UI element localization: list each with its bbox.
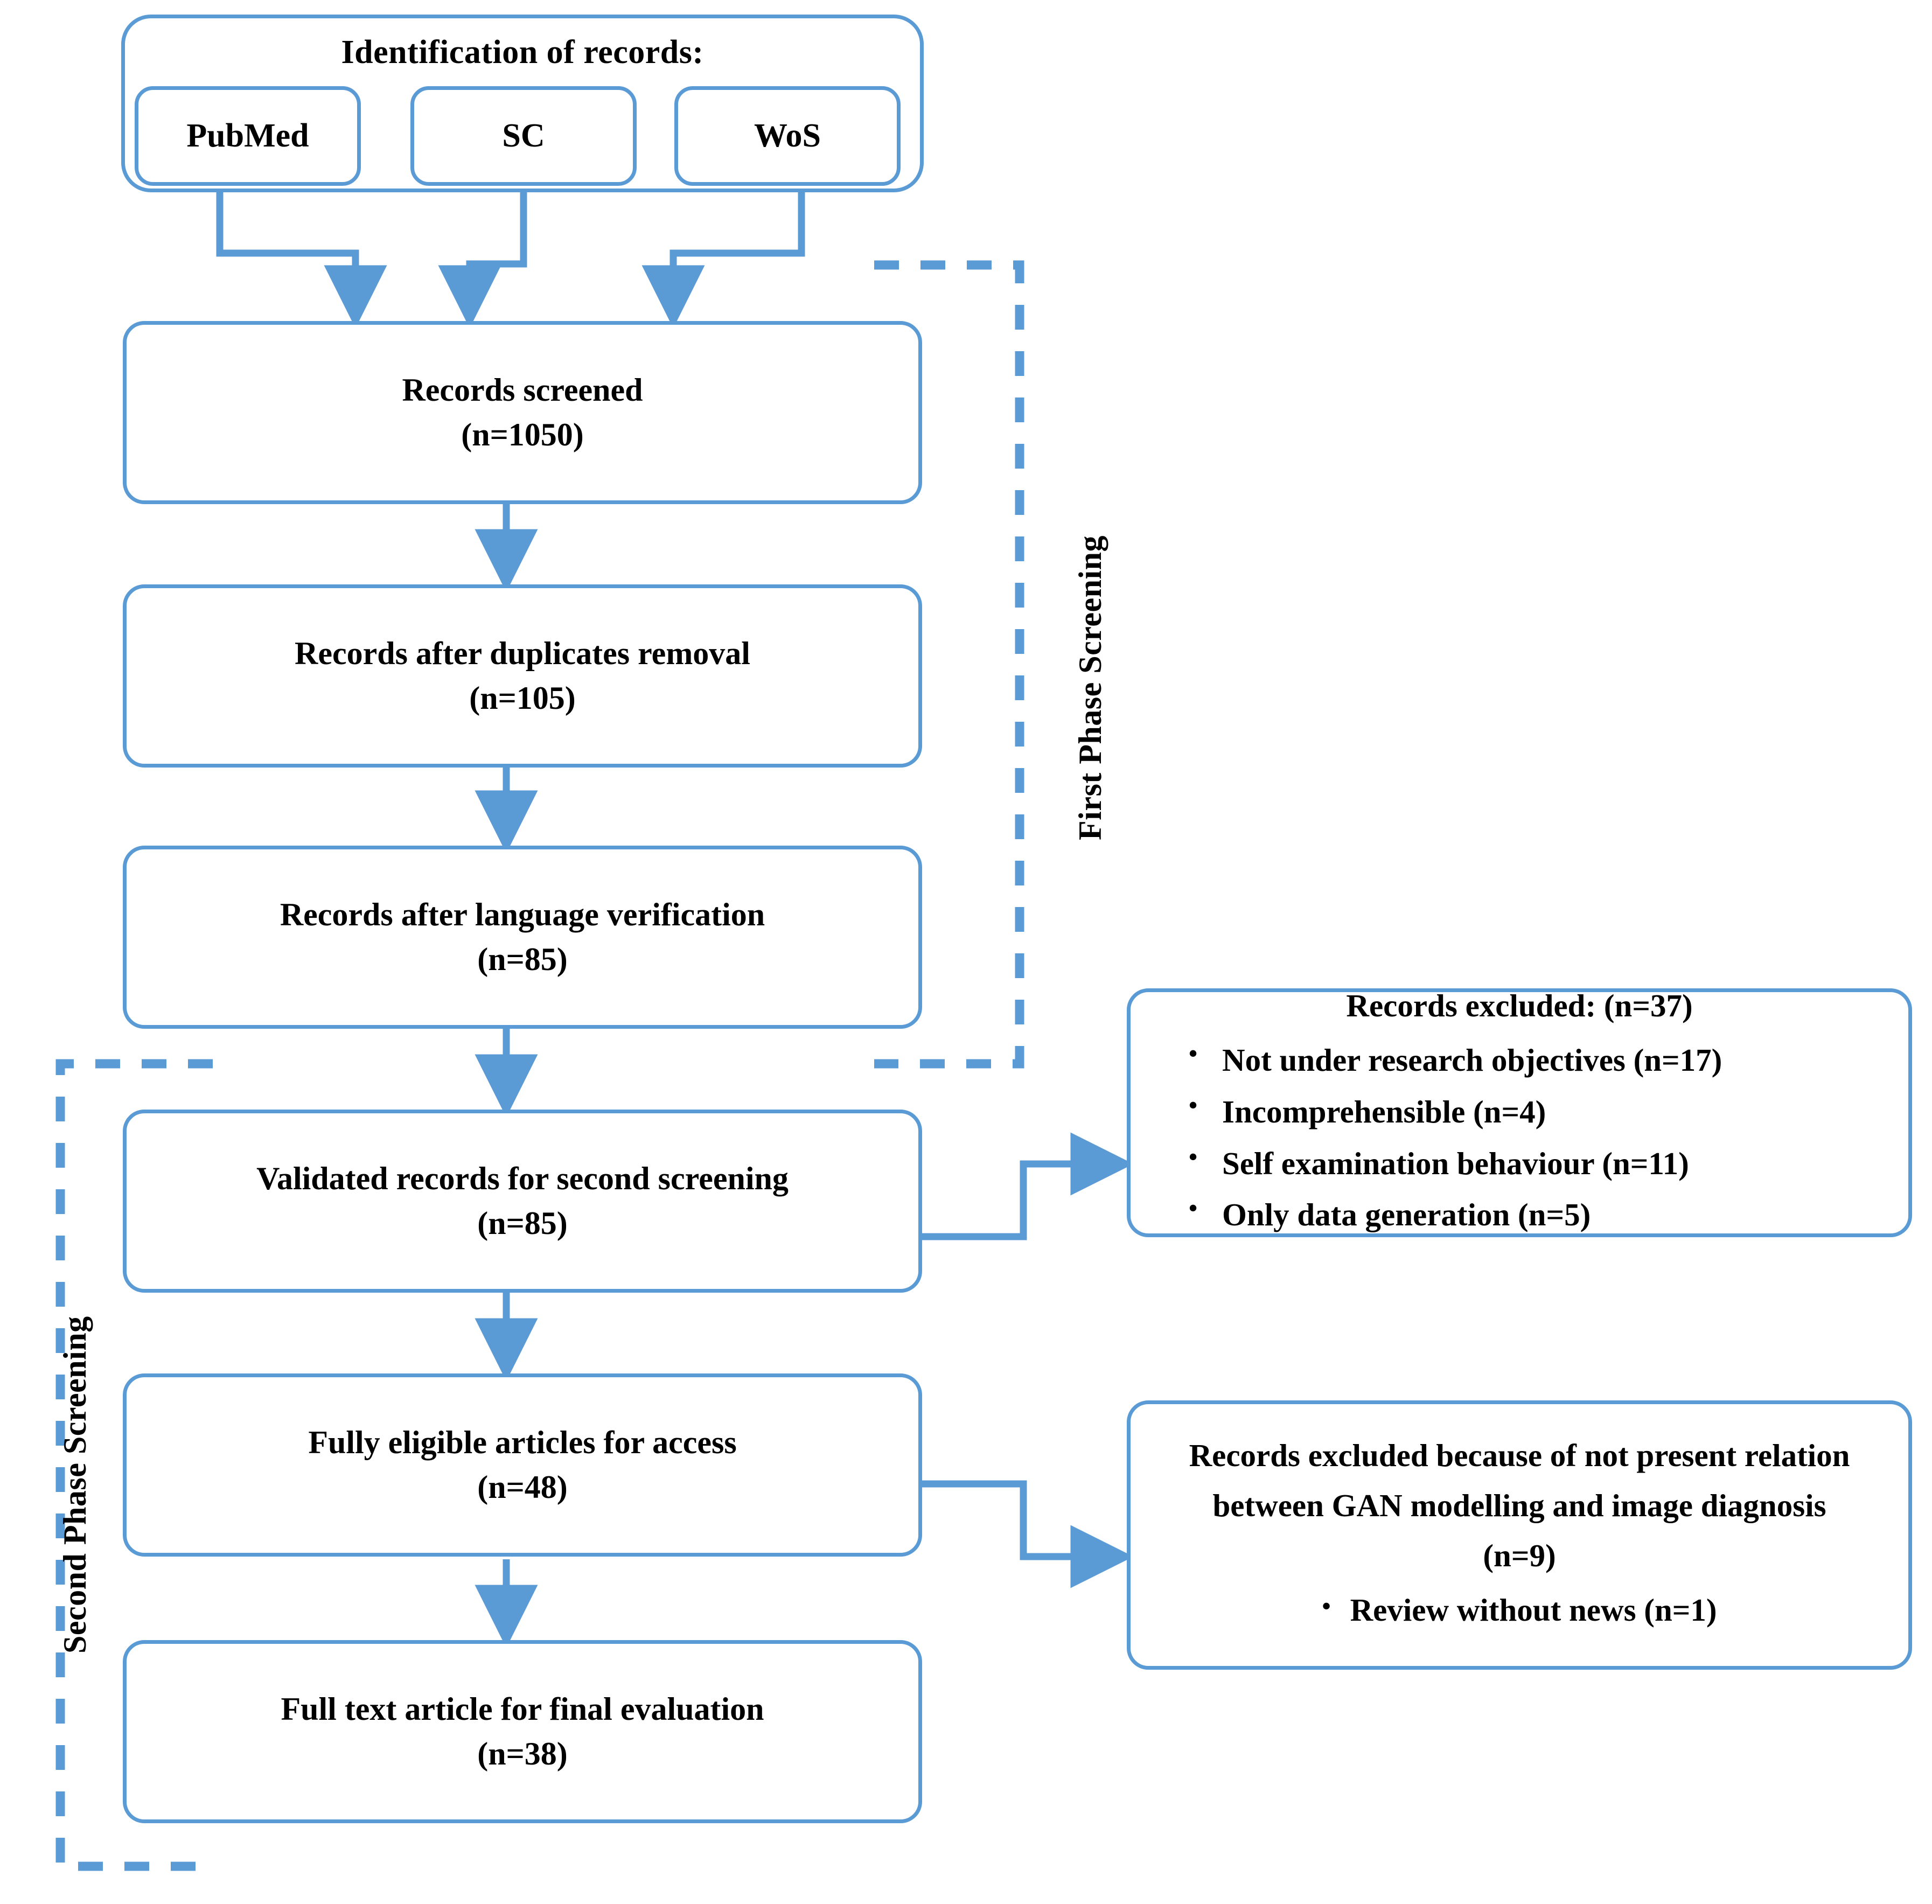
- connector-wos-to-screened: [641, 186, 805, 329]
- phase-label-first-screening: First Phase Screening: [1072, 535, 1108, 840]
- flow-title-validated-records: Validated records for second screening: [256, 1161, 789, 1197]
- flow-box-full-text-final[interactable]: Full text article for final evaluation (…: [123, 1640, 922, 1823]
- connector-eligible-to-exclusion-2: [922, 1480, 1134, 1588]
- exclusion-item: Self examination behaviour (n=11): [1189, 1137, 1887, 1190]
- connector-validated-to-exclusion-1: [922, 1132, 1134, 1240]
- exclusion-title-first: Records excluded: (n=37): [1346, 988, 1693, 1024]
- exclusion-item: Review without news (n=1): [1152, 1585, 1887, 1636]
- exclusion-title-second-line-2: between GAN modelling and image diagnosi…: [1212, 1487, 1826, 1523]
- flow-count-full-text-final: (n=38): [477, 1736, 568, 1772]
- exclusion-reason-list-second: Review without news (n=1): [1152, 1585, 1887, 1636]
- flow-title-language-verification: Records after language verification: [280, 897, 765, 933]
- flow-count-validated-records: (n=85): [477, 1205, 568, 1241]
- flow-title-records-screened: Records screened: [402, 372, 643, 408]
- source-label-pubmed: PubMed: [186, 117, 309, 154]
- flow-title-duplicates-removed: Records after duplicates removal: [295, 636, 750, 672]
- flow-count-records-screened: (n=1050): [461, 417, 584, 452]
- flow-count-fully-eligible: (n=48): [477, 1469, 568, 1505]
- phase-label-second-screening: Second Phase Screening: [57, 1316, 93, 1654]
- source-box-pubmed[interactable]: PubMed: [135, 86, 361, 186]
- source-box-wos[interactable]: WoS: [674, 86, 901, 186]
- exclusion-item: Only data generation (n=5): [1189, 1188, 1887, 1241]
- exclusion-title-second-line-3: (n=9): [1483, 1537, 1556, 1573]
- identification-title: Identification of records:: [341, 34, 704, 71]
- exclusion-item: Not under research objectives (n=17): [1189, 1034, 1887, 1086]
- source-label-wos: WoS: [754, 117, 821, 154]
- exclusion-box-second-screening[interactable]: Records excluded because of not present …: [1127, 1400, 1912, 1670]
- exclusion-reason-list-first: Not under research objectives (n=17) Inc…: [1152, 1034, 1887, 1241]
- exclusion-item: Incomprehensible (n=4): [1189, 1085, 1887, 1138]
- exclusion-title-second-line-1: Records excluded because of not present …: [1189, 1437, 1850, 1473]
- source-label-sc: SC: [502, 117, 545, 154]
- flow-box-records-screened[interactable]: Records screened (n=1050): [123, 321, 922, 504]
- flow-count-duplicates-removed: (n=105): [469, 680, 576, 716]
- flow-title-fully-eligible: Fully eligible articles for access: [308, 1425, 737, 1461]
- connector-pubmed-to-screened: [216, 186, 387, 329]
- exclusion-box-first-screening[interactable]: Records excluded: (n=37) Not under resea…: [1127, 988, 1912, 1237]
- flow-count-language-verification: (n=85): [477, 941, 568, 977]
- flow-box-duplicates-removed[interactable]: Records after duplicates removal (n=105): [123, 584, 922, 768]
- flow-box-fully-eligible[interactable]: Fully eligible articles for access (n=48…: [123, 1373, 922, 1557]
- flow-box-language-verification[interactable]: Records after language verification (n=8…: [123, 846, 922, 1029]
- connector-sc-to-screened: [438, 186, 527, 329]
- source-box-sc[interactable]: SC: [410, 86, 637, 186]
- flow-title-full-text-final: Full text article for final evaluation: [281, 1691, 764, 1727]
- flow-box-validated-records[interactable]: Validated records for second screening (…: [123, 1110, 922, 1293]
